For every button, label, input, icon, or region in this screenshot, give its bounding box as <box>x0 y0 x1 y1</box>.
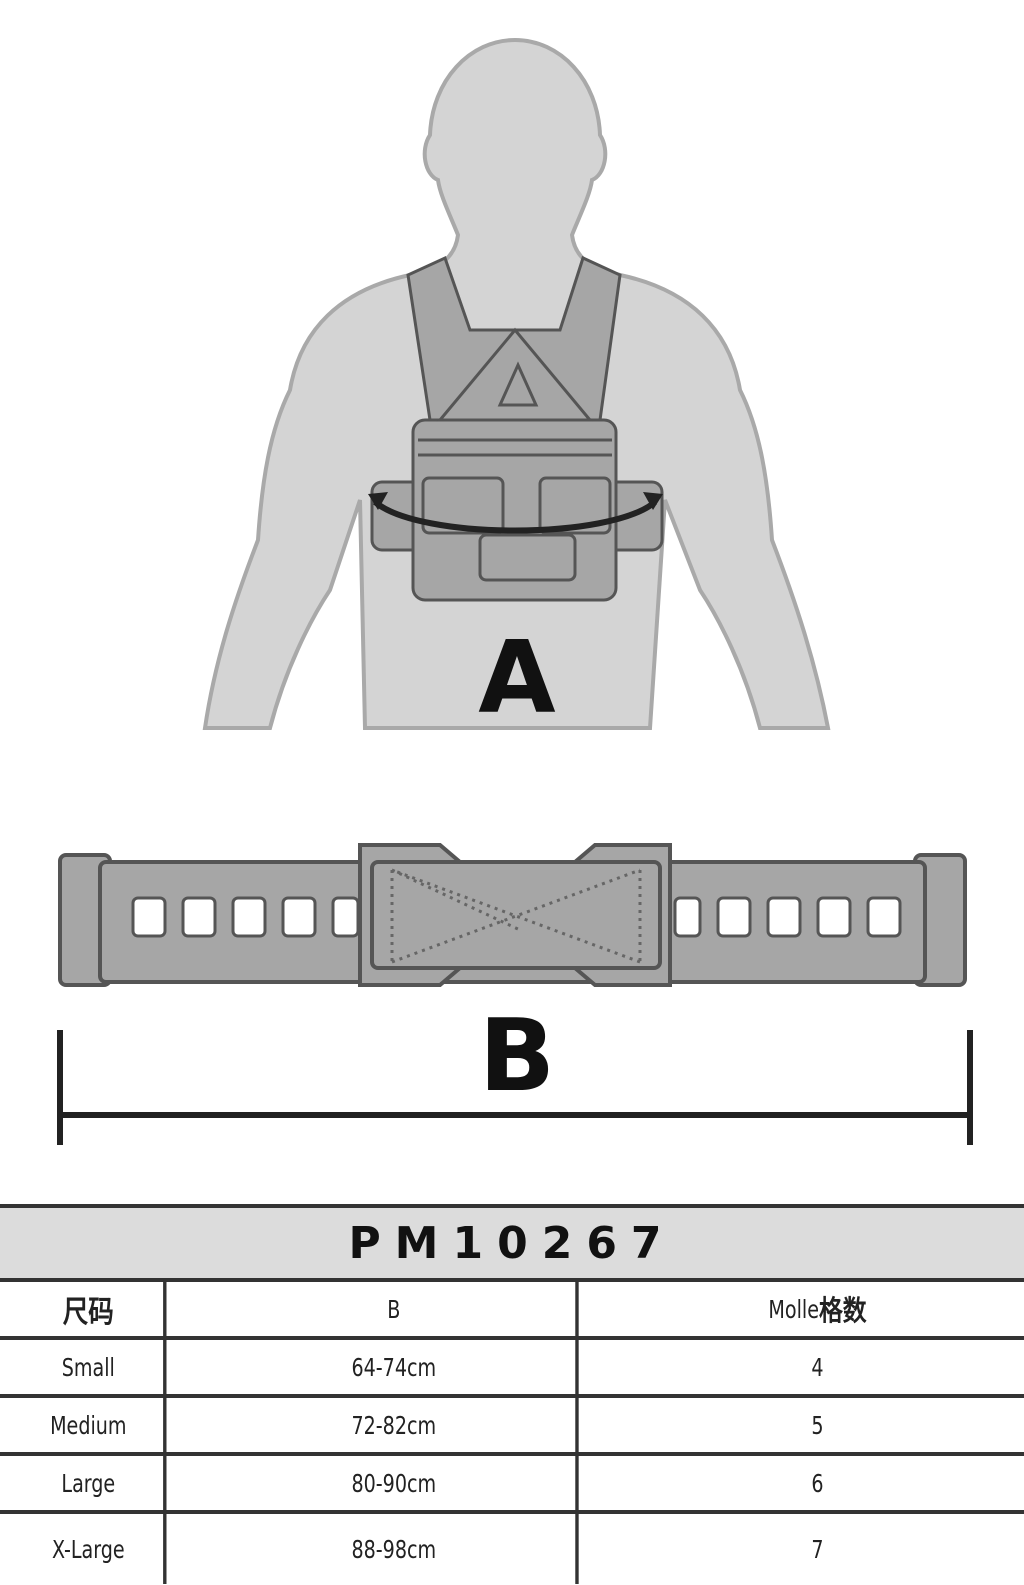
arrow-head-right-icon <box>643 492 663 510</box>
table-row: Large 80-90cm 6 <box>0 1456 1024 1514</box>
weight-vest <box>370 255 664 602</box>
b-cell: 88-98cm <box>212 1514 579 1584</box>
header-molle-prefix: Molle <box>768 1294 819 1324</box>
molle-cell: 4 <box>811 1352 824 1382</box>
table-row: X-Large 88-98cm 7 <box>0 1514 1024 1584</box>
product-code: PM10267 <box>0 1204 1024 1282</box>
label-a: A <box>478 619 555 736</box>
molle-cell: 6 <box>811 1468 824 1498</box>
dimension-line <box>57 1030 973 1145</box>
table-row: Medium 72-82cm 5 <box>0 1398 1024 1456</box>
size-cell: Large <box>14 1456 167 1510</box>
header-size: 尺码 <box>14 1282 167 1336</box>
size-cell: Small <box>14 1340 167 1394</box>
circumference-arrow <box>373 499 657 534</box>
belt <box>58 843 967 987</box>
molle-cell: 5 <box>811 1410 824 1440</box>
b-cell: 72-82cm <box>212 1398 579 1452</box>
b-cell: 80-90cm <box>212 1456 579 1510</box>
molle-cell: 7 <box>811 1534 824 1564</box>
header-molle-suffix: 格数 <box>818 1294 867 1327</box>
header-b: B <box>212 1282 579 1336</box>
arrow-head-left-icon <box>368 492 388 510</box>
b-cell: 64-74cm <box>212 1340 579 1394</box>
size-cell: X-Large <box>14 1514 167 1584</box>
table-row: Small 64-74cm 4 <box>0 1340 1024 1398</box>
label-b: B <box>479 997 555 1114</box>
size-diagram: A B <box>57 37 973 1145</box>
size-cell: Medium <box>14 1398 167 1452</box>
